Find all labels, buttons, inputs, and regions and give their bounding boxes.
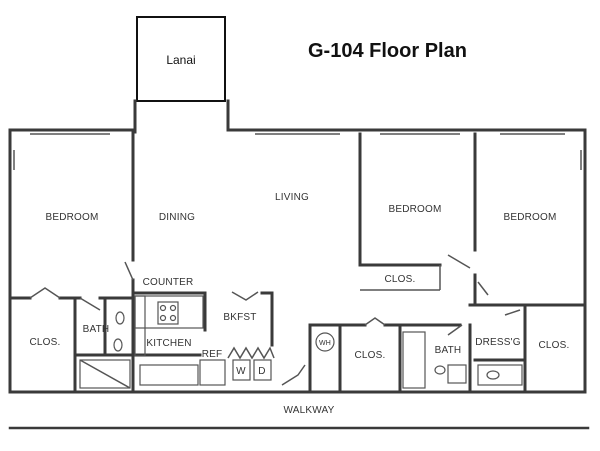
interior-walls: [8, 128, 587, 394]
page-title: G-104 Floor Plan: [308, 40, 467, 62]
room-label-counter: COUNTER: [143, 277, 194, 288]
room-label-washer: W: [236, 366, 246, 377]
room-label-bedroom-right: BEDROOM: [503, 212, 556, 223]
room-label-dryer: D: [258, 366, 265, 377]
room-label-walkway: WALKWAY: [283, 405, 334, 416]
lanai-label: Lanai: [166, 53, 195, 67]
room-label-clos-left: CLOS.: [29, 337, 60, 348]
exterior-walls: [8, 99, 587, 394]
room-label-clos-right: CLOS.: [538, 340, 569, 351]
room-label-kitchen: KITCHEN: [146, 338, 191, 349]
room-label-bedroom-left: BEDROOM: [45, 212, 98, 223]
room-label-bath-right: BATH: [435, 345, 462, 356]
lanai-outline: [136, 16, 226, 102]
fixtures: [79, 295, 523, 389]
room-label-bkfst: BKFST: [223, 312, 256, 323]
doors: [29, 254, 521, 386]
room-label-water-heater: WH: [319, 340, 331, 347]
room-label-clos-center: CLOS.: [384, 274, 415, 285]
room-label-bedroom-center: BEDROOM: [388, 204, 441, 215]
room-label-ref: REF: [202, 349, 223, 360]
room-label-living: LIVING: [275, 192, 309, 203]
room-label-bath-left: BATH: [83, 324, 110, 335]
room-label-clos-mid: CLOS.: [354, 350, 385, 361]
room-label-dressing: DRESS'G: [475, 337, 521, 348]
room-label-dining: DINING: [159, 212, 195, 223]
